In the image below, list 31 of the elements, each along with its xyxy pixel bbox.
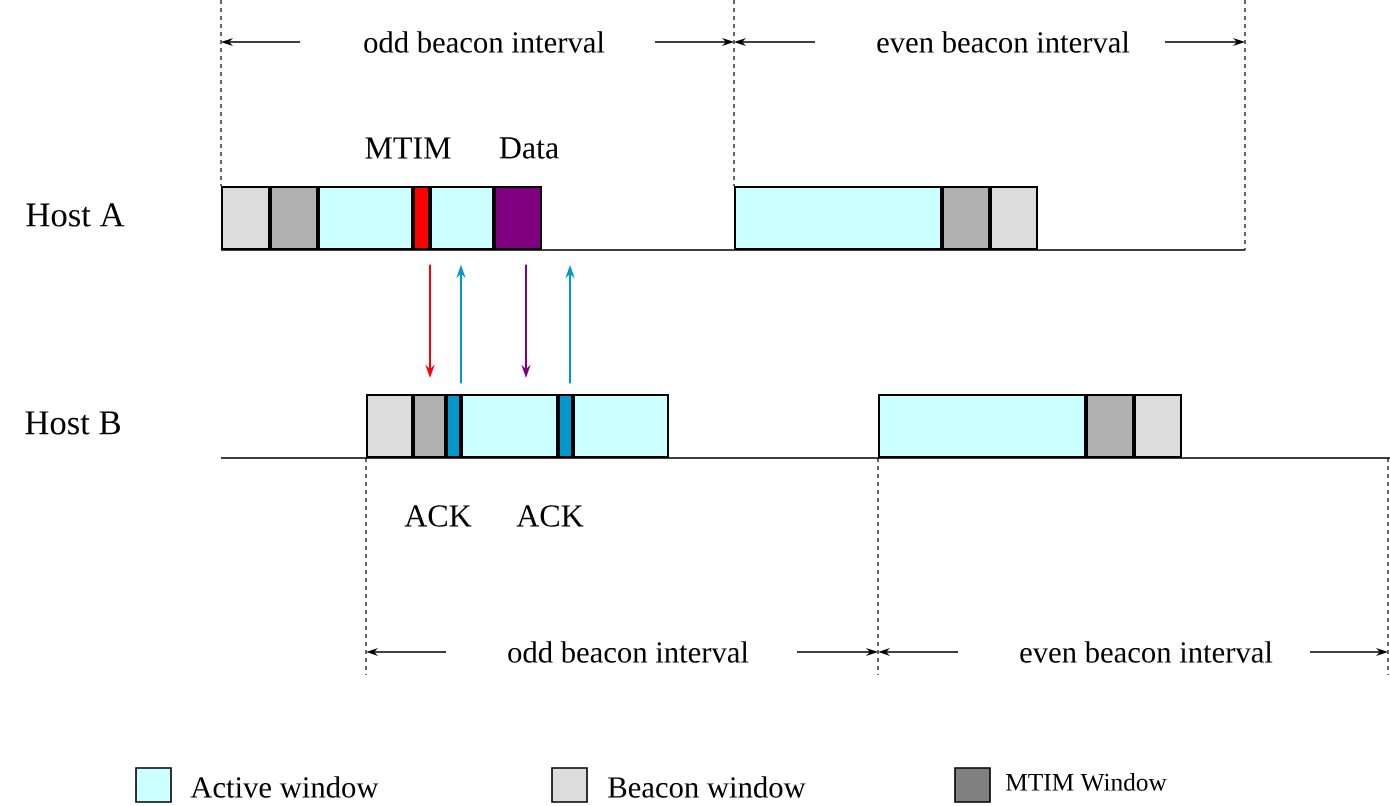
interval-label: odd beacon interval: [508, 641, 749, 663]
time-slot: [1134, 394, 1182, 458]
interval-label: even beacon interval: [1020, 641, 1273, 663]
host-label: Host B: [25, 411, 120, 435]
time-slot: [413, 186, 430, 250]
interval-label: odd beacon interval: [364, 31, 605, 53]
legend-label: Beacon window: [608, 776, 806, 798]
time-slot: [942, 186, 990, 250]
time-slot: [318, 186, 413, 250]
time-slot: [573, 394, 669, 458]
slot-label: ACK: [404, 505, 472, 527]
host-label: Host A: [26, 203, 125, 227]
time-slot: [446, 394, 461, 458]
time-slot: [461, 394, 558, 458]
time-slot: [494, 186, 542, 250]
interval-label: even beacon interval: [877, 31, 1130, 53]
legend-label: MTIM Window: [1006, 773, 1167, 791]
legend-label: Active window: [190, 776, 379, 798]
slot-label: ACK: [516, 505, 584, 527]
time-slot: [734, 186, 942, 250]
time-slot: [1086, 394, 1134, 458]
time-slot: [366, 394, 413, 458]
time-slot: [558, 394, 573, 458]
time-slot: [430, 186, 494, 250]
time-slot: [270, 186, 318, 250]
time-slot: [990, 186, 1038, 250]
slot-label: MTIM: [365, 137, 451, 159]
time-slot: [221, 186, 270, 250]
time-slot: [413, 394, 446, 458]
slot-label: Data: [499, 137, 559, 159]
time-slot: [878, 394, 1086, 458]
